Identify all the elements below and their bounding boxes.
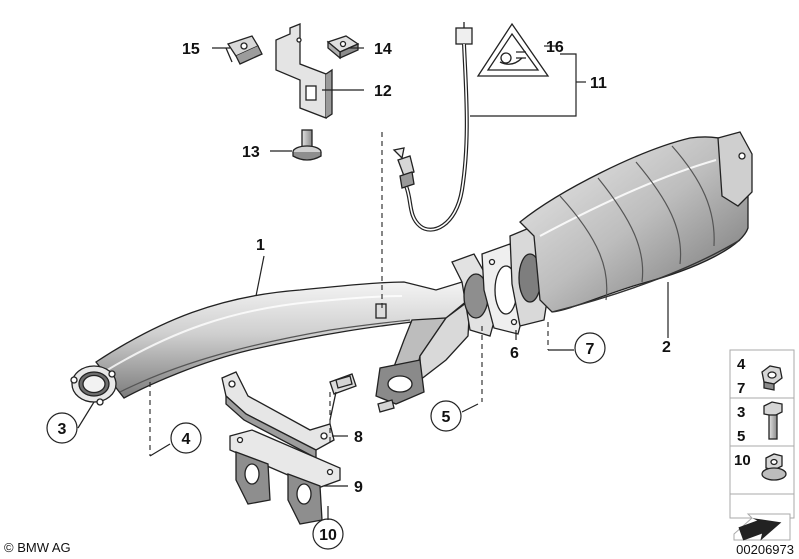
- callout-16: 16: [546, 39, 564, 56]
- front-pipe-part: [70, 253, 501, 406]
- callout-4-circle: [170, 422, 202, 454]
- callout-7: 7: [586, 341, 595, 358]
- warning-label-part: [476, 22, 550, 77]
- fastener-legend: 4 7 3 5 10: [729, 349, 795, 541]
- direction-arrow-icon: [733, 513, 791, 541]
- callout-1: 1: [256, 237, 265, 254]
- stud-bolt-part: [335, 375, 395, 413]
- callout-5-circle: [430, 400, 462, 432]
- callout-10: 10: [319, 527, 337, 544]
- callout-11: 11: [590, 75, 607, 92]
- callouts: 15 14 12 13 16 11 1 2 6 8 9 3 4 5 7 10: [46, 39, 671, 550]
- centerlines: [149, 132, 549, 456]
- callout-14: 14: [374, 41, 392, 58]
- catalytic-converter-part: [509, 131, 753, 327]
- legend-label-5: 5: [737, 428, 745, 445]
- callout-10-circle: [312, 518, 344, 550]
- callout-5: 5: [442, 409, 451, 426]
- legend-label-7: 7: [737, 380, 745, 397]
- oxygen-sensor-part: [392, 22, 473, 232]
- flange-nut-icon: [761, 453, 787, 481]
- callout-9: 9: [354, 479, 363, 496]
- callout-8: 8: [354, 429, 363, 446]
- callout-6: 6: [510, 345, 519, 362]
- callout-4: 4: [182, 431, 191, 448]
- rubber-mount-part: [229, 429, 341, 525]
- callout-13: 13: [242, 144, 260, 161]
- hex-nut-icon: [761, 365, 783, 391]
- copyright-text: © BMW AG: [4, 540, 71, 555]
- legend-label-4: 4: [737, 356, 746, 373]
- legend-label-3: 3: [737, 404, 745, 421]
- clip-nut-part: [326, 35, 360, 60]
- callout-7-circle: [574, 332, 606, 364]
- legend-label-10: 10: [734, 452, 751, 469]
- callout-3-circle: [46, 412, 78, 444]
- hex-bolt-icon: [763, 401, 783, 440]
- leader-lines: [77, 45, 669, 520]
- callout-3: 3: [58, 421, 67, 438]
- callout-12: 12: [374, 83, 392, 100]
- bracket-part: [275, 23, 333, 119]
- clamp-part: [225, 35, 263, 65]
- callout-2: 2: [662, 339, 671, 356]
- collar-screw-part: [292, 129, 322, 161]
- callout-15: 15: [182, 41, 200, 58]
- image-number: 00206973: [736, 542, 794, 557]
